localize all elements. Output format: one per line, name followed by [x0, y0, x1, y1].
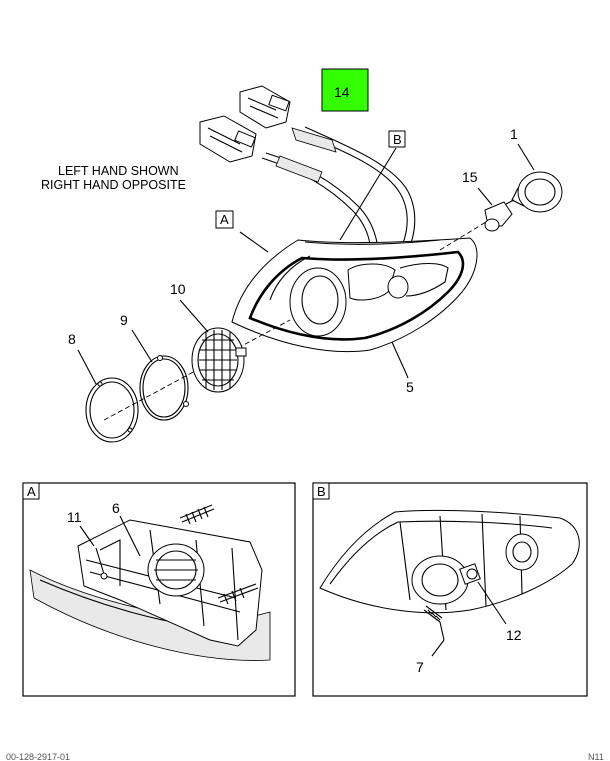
leader-line-15	[477, 187, 493, 206]
headlamp-bezel	[85, 377, 139, 443]
leader-line-8	[77, 349, 97, 385]
view-marker-a-label: A	[220, 212, 229, 227]
sealed-beam-lamp	[191, 327, 247, 393]
leader-line-a	[239, 231, 269, 253]
harness-connector-lower	[199, 115, 257, 163]
detail-b-lamp-body	[411, 533, 539, 605]
callout-15: 15	[462, 169, 478, 185]
part-14-highlight	[321, 68, 369, 112]
detail-view-a-tag-label: A	[27, 484, 36, 499]
turn-signal-bulb	[484, 199, 515, 232]
footer-drawing-number: 00-128-2917-01	[6, 752, 70, 761]
leader-line-5	[391, 341, 409, 379]
detail-view-a-tag	[22, 482, 40, 500]
callout-11: 11	[67, 509, 82, 525]
bulb-socket	[511, 171, 563, 213]
leader-line-7	[431, 639, 445, 657]
housing-reflectors	[289, 262, 449, 337]
callout-7: 7	[416, 659, 424, 675]
callout-8: 8	[68, 331, 76, 347]
harness-connector-upper	[239, 85, 291, 129]
leader-line-b	[339, 147, 397, 241]
orientation-note-line1: LEFT HAND SHOWN	[58, 164, 179, 178]
detail-b-bulb-socket-12	[459, 563, 481, 585]
view-marker-b-label: B	[393, 132, 402, 147]
leader-line-10	[179, 299, 209, 333]
view-marker-b	[388, 130, 406, 148]
orientation-note-line2: RIGHT HAND OPPOSITE	[41, 178, 186, 192]
detail-view-b-tag	[312, 482, 330, 500]
footer-sheet-code: N11	[588, 752, 604, 761]
callout-9: 9	[120, 312, 128, 328]
callout-14: 14	[334, 84, 350, 100]
leader-line-6	[119, 515, 141, 557]
callout-1: 1	[510, 126, 518, 142]
detail-a-screw-11	[95, 547, 108, 580]
callout-6: 6	[112, 500, 120, 516]
view-marker-a	[215, 210, 234, 229]
detail-a-adjuster-screws	[179, 504, 259, 605]
callout-12: 12	[506, 627, 522, 643]
detail-view-b-tag-label: B	[317, 484, 326, 499]
callout-5: 5	[406, 379, 414, 395]
leader-line-1	[517, 143, 535, 171]
detail-b-screw-7	[423, 605, 445, 641]
centerline-bulb	[439, 221, 487, 251]
callout-10: 10	[170, 281, 186, 297]
leader-line-12	[477, 581, 507, 625]
wiring-harness	[261, 126, 416, 260]
headlamp-retainer-ring	[139, 355, 189, 421]
detail-a-lamp	[147, 543, 205, 597]
leader-line-9	[131, 329, 153, 363]
leader-line-11	[79, 525, 95, 547]
